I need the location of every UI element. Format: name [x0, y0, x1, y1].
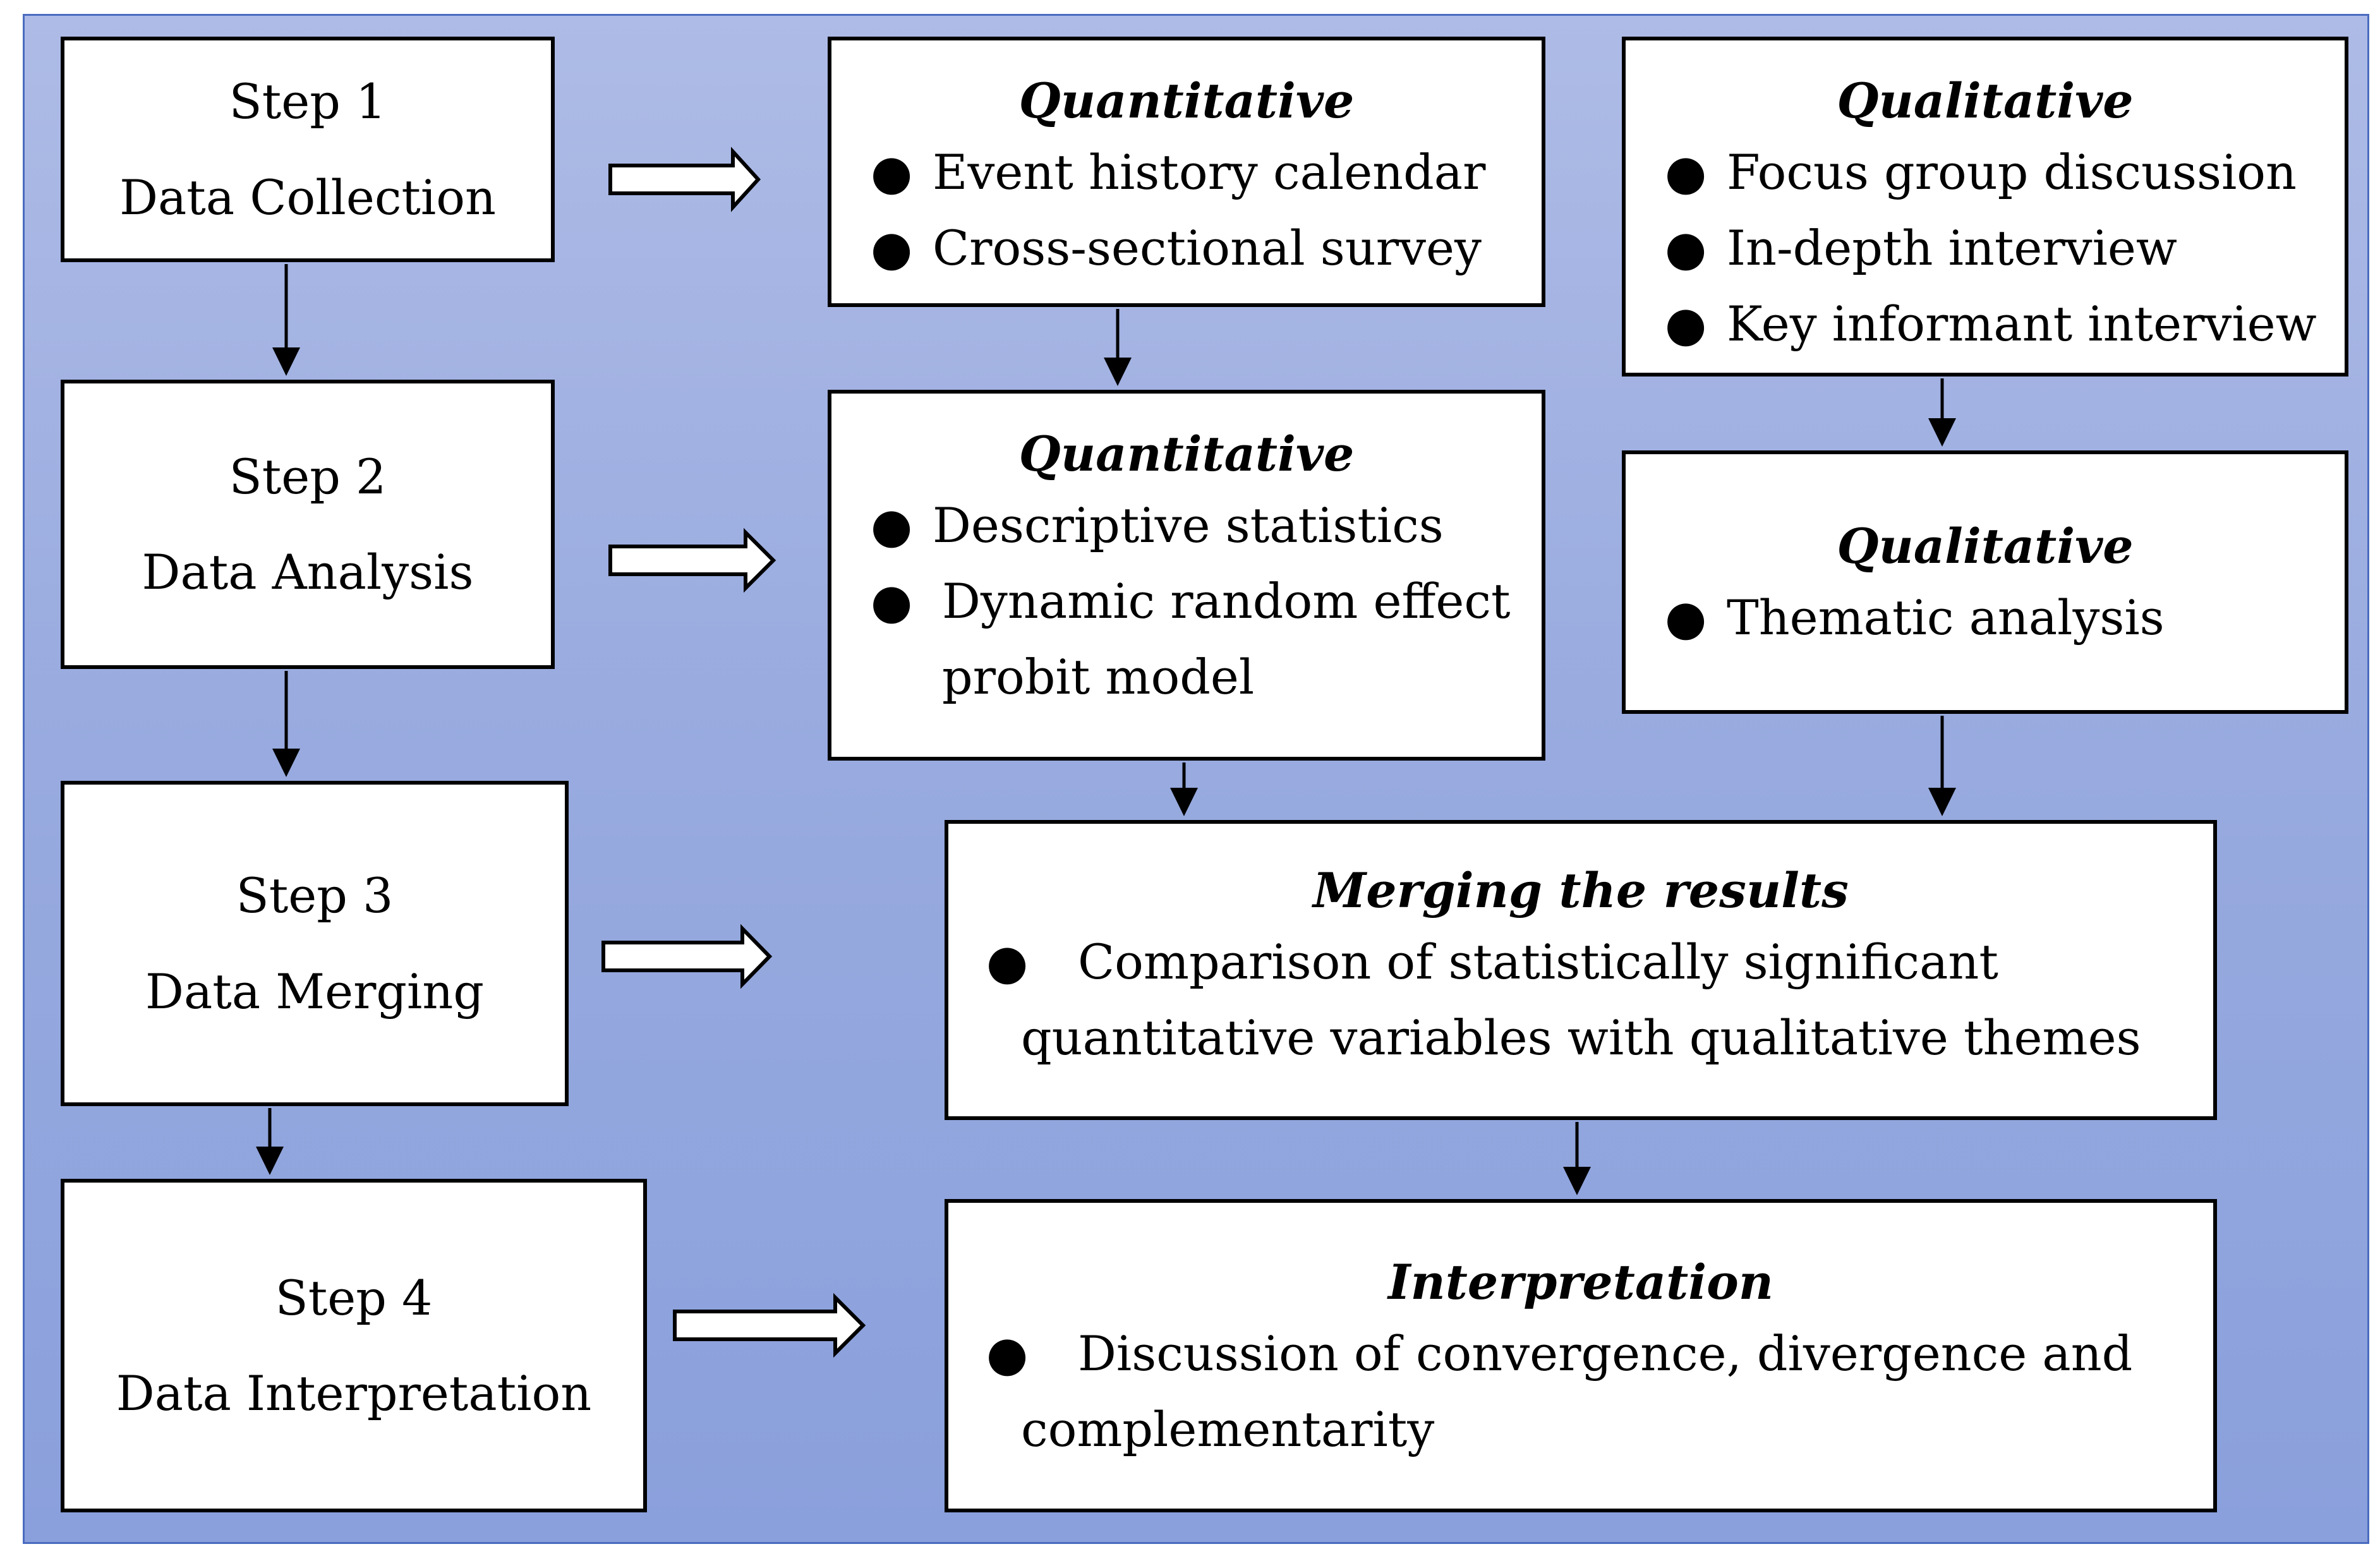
- list-item-text: Cross-sectional survey: [933, 220, 1482, 277]
- list-item: probit model: [831, 639, 1542, 715]
- step-3-name: Data Merging: [145, 963, 484, 1020]
- collection-qualitative-title: Qualitative: [1837, 73, 2134, 129]
- collection-quantitative-list: ● Event history calendar ● Cross-sectional…: [831, 135, 1542, 286]
- list-item-text: In-depth interview: [1727, 220, 2177, 277]
- bullet-icon: ●: [1665, 296, 1707, 353]
- bullet-icon: ●: [1665, 220, 1707, 277]
- merging-results-text: ● Comparison of statistically significan…: [948, 924, 2213, 1076]
- merging-text-line-1: Comparison of statistically significant: [1078, 934, 1998, 991]
- list-item: ● Cross-sectional survey: [831, 210, 1542, 286]
- step-3-box: Step 3 Data Merging: [61, 781, 569, 1106]
- collection-quantitative-title: Quantitative: [1018, 73, 1355, 129]
- bullet-icon: ●: [871, 573, 913, 630]
- step-2-number: Step 2: [229, 448, 387, 505]
- list-item: ● Thematic analysis: [1626, 580, 2345, 656]
- step-4-name: Data Interpretation: [116, 1365, 592, 1421]
- list-item-text: Event history calendar: [933, 144, 1486, 201]
- list-item-text: Key informant interview: [1727, 296, 2317, 353]
- step-1-box: Step 1 Data Collection: [61, 37, 555, 262]
- list-item: ● Event history calendar: [831, 135, 1542, 210]
- collection-qualitative-list: ● Focus group discussion ● In-depth interv…: [1626, 135, 2345, 362]
- list-item-text: Descriptive statistics: [933, 497, 1444, 554]
- step-2-box: Step 2 Data Analysis: [61, 380, 555, 669]
- step-1-name: Data Collection: [119, 169, 496, 226]
- list-item-text: Thematic analysis: [1727, 589, 2165, 646]
- interpretation-box: Interpretation ● Discussion of convergen…: [945, 1199, 2217, 1512]
- interpretation-title: Interpretation: [1387, 1254, 1774, 1310]
- collection-quantitative-box: Quantitative ● Event history calendar ● Cr…: [828, 37, 1545, 307]
- list-item: ● In-depth interview: [1626, 210, 2345, 286]
- bullet-icon: ●: [871, 144, 913, 201]
- step-4-box: Step 4 Data Interpretation: [61, 1179, 647, 1512]
- analysis-quantitative-list: ● Descriptive statistics ● Dynamic random …: [831, 488, 1542, 715]
- step-4-number: Step 4: [275, 1269, 433, 1326]
- list-item-text: Focus group discussion: [1727, 144, 2297, 201]
- list-item: ● Dynamic random effect: [831, 564, 1542, 639]
- merging-results-title: Merging the results: [1313, 862, 1849, 919]
- collection-qualitative-box: Qualitative ● Focus group discussion ● In-…: [1622, 37, 2348, 377]
- analysis-quantitative-box: Quantitative ● Descriptive statistics ● Dy…: [828, 390, 1545, 761]
- list-item-text: probit model: [942, 649, 1255, 706]
- step-3-number: Step 3: [236, 867, 394, 924]
- bullet-icon: ●: [986, 1325, 1029, 1382]
- analysis-qualitative-list: ● Thematic analysis: [1626, 580, 2345, 656]
- analysis-quantitative-title: Quantitative: [1018, 426, 1355, 482]
- bullet-icon: ●: [986, 934, 1029, 991]
- bullet-icon: ●: [871, 220, 913, 277]
- list-item: ● Focus group discussion: [1626, 135, 2345, 210]
- bullet-icon: ●: [871, 497, 913, 554]
- analysis-qualitative-box: Qualitative ● Thematic analysis: [1622, 450, 2348, 714]
- analysis-qualitative-title: Qualitative: [1837, 518, 2134, 574]
- list-item-text: Dynamic random effect: [942, 573, 1511, 630]
- list-item: ● Descriptive statistics: [831, 488, 1542, 564]
- list-item: ● Key informant interview: [1626, 286, 2345, 362]
- bullet-icon: ●: [1665, 589, 1707, 646]
- bullet-icon: ●: [1665, 144, 1707, 201]
- step-2-name: Data Analysis: [142, 544, 474, 600]
- interpretation-text-line-2: complementarity: [1021, 1401, 1435, 1458]
- interpretation-text-line-1: Discussion of convergence, divergence an…: [1078, 1325, 2133, 1382]
- merging-results-box: Merging the results ● Comparison of stat…: [945, 820, 2217, 1120]
- merging-text-line-2: quantitative variables with qualitative …: [1021, 1010, 2141, 1066]
- interpretation-text: ● Discussion of convergence, divergence …: [948, 1316, 2213, 1468]
- step-1-number: Step 1: [229, 73, 387, 130]
